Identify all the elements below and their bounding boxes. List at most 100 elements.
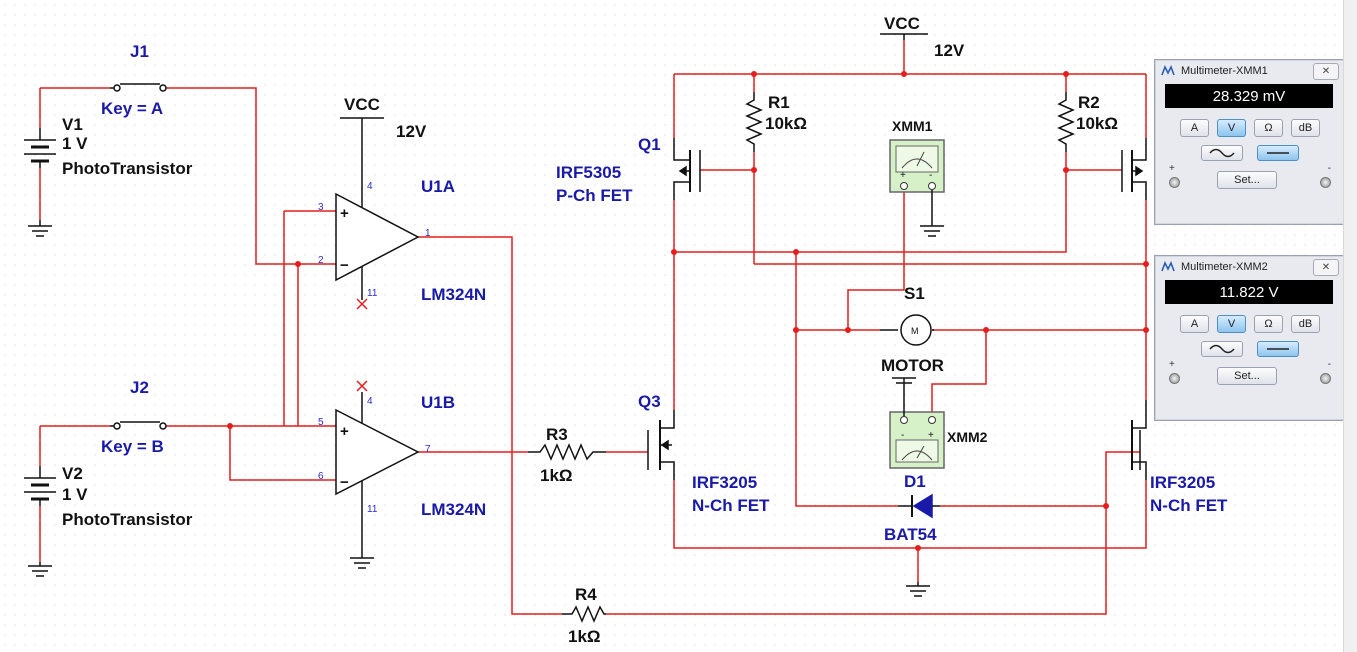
ac-mode-button[interactable] xyxy=(1201,341,1243,357)
plus-terminal-icon[interactable] xyxy=(1169,177,1180,188)
resistor-r2-icon[interactable] xyxy=(1057,92,1075,152)
multimeter-xmm1-title: Multimeter-XMM1 xyxy=(1181,65,1268,77)
r4-value-label: 1kΩ xyxy=(568,627,601,646)
multimeter-xmm2-titlebar[interactable]: Multimeter-XMM2 ✕ xyxy=(1155,256,1345,278)
pfet-q2-icon[interactable] xyxy=(1121,138,1147,200)
dc-mode-button[interactable] xyxy=(1257,145,1299,161)
v2-ref-label: V2 xyxy=(62,464,83,483)
opamp-u1a-icon[interactable] xyxy=(335,117,420,310)
multisim-logo-icon xyxy=(1161,65,1175,76)
set-button[interactable]: Set... xyxy=(1217,171,1277,189)
multimeter-xmm1-titlebar[interactable]: Multimeter-XMM1 ✕ xyxy=(1155,60,1345,82)
minus-terminal-icon[interactable] xyxy=(1320,177,1331,188)
j2-key-label: Key = B xyxy=(101,437,164,456)
u1b-pin6: 6 xyxy=(318,471,324,482)
multimeter-xmm1-reading: 28.329 mV xyxy=(1165,84,1333,108)
q4-part-label: IRF3205 xyxy=(1150,473,1215,492)
ground-icon xyxy=(892,377,916,384)
q3-type-label: N-Ch FET xyxy=(692,496,770,515)
q1-ref-label: Q1 xyxy=(638,135,661,154)
ground-icon xyxy=(906,582,930,597)
xmm1-minus-sign: - xyxy=(929,170,932,181)
u1b-minus-sign: − xyxy=(340,474,349,491)
u1a-pin3: 3 xyxy=(318,202,324,213)
u1b-pin7: 7 xyxy=(425,444,431,455)
u1b-pin5: 5 xyxy=(318,417,324,428)
u1b-plus-sign: + xyxy=(340,423,349,440)
mode-ohm-button[interactable]: Ω xyxy=(1254,315,1283,333)
nfet-q4-icon[interactable] xyxy=(1131,400,1147,480)
dc-line-icon xyxy=(1267,348,1289,350)
dc-line-icon xyxy=(1267,152,1289,154)
u1a-minus-sign: − xyxy=(340,257,349,274)
r1-ref-label: R1 xyxy=(768,93,790,112)
u1a-pin11: 11 xyxy=(367,288,378,299)
xmm1-plus-sign: + xyxy=(900,170,906,181)
r2-ref-label: R2 xyxy=(1078,93,1100,112)
resistor-r4-icon[interactable] xyxy=(562,605,606,623)
vertical-scrollbar[interactable] xyxy=(1343,0,1357,652)
plus-terminal-icon[interactable] xyxy=(1169,373,1180,384)
mode-ohm-button[interactable]: Ω xyxy=(1254,119,1283,137)
vcc-top-label: VCC xyxy=(884,14,920,33)
u1a-part-label: LM324N xyxy=(421,285,486,304)
multimeter-xmm2-title: Multimeter-XMM2 xyxy=(1181,261,1268,273)
u1a-pin2: 2 xyxy=(318,255,324,266)
set-button[interactable]: Set... xyxy=(1217,367,1277,385)
junctions xyxy=(227,71,1149,551)
resistor-r3-icon[interactable] xyxy=(528,443,606,461)
multimeter-xmm2-window[interactable]: Multimeter-XMM2 ✕ 11.822 V A V Ω dB + - … xyxy=(1154,255,1346,421)
vcc-amp-value: 12V xyxy=(396,122,427,141)
pfet-q1-icon[interactable] xyxy=(673,138,701,200)
multimeter-xmm1-window[interactable]: Multimeter-XMM1 ✕ 28.329 mV A V Ω dB + -… xyxy=(1154,59,1346,225)
plus-terminal-label: + xyxy=(1169,359,1175,370)
ground-icon xyxy=(28,220,52,237)
dc-mode-button[interactable] xyxy=(1257,341,1299,357)
plus-terminal-label: + xyxy=(1169,163,1175,174)
xmm2-minus-sign: - xyxy=(901,430,904,441)
mode-volt-button[interactable]: V xyxy=(1217,119,1246,137)
minus-terminal-icon[interactable] xyxy=(1320,373,1331,384)
battery-v1-icon[interactable] xyxy=(24,128,56,168)
d1-part-label: BAT54 xyxy=(884,525,937,544)
v1-name-label: PhotoTransistor xyxy=(62,159,193,178)
sine-wave-icon xyxy=(1209,148,1235,158)
close-icon[interactable]: ✕ xyxy=(1313,62,1339,80)
close-icon[interactable]: ✕ xyxy=(1313,258,1339,276)
u1a-ref-label: U1A xyxy=(421,177,455,196)
u1b-part-label: LM324N xyxy=(421,500,486,519)
ac-mode-button[interactable] xyxy=(1201,145,1243,161)
multimeter-xmm2-icon[interactable] xyxy=(889,384,945,469)
j1-ref-label: J1 xyxy=(130,42,149,61)
ground-icon xyxy=(920,212,944,237)
d1-ref-label: D1 xyxy=(904,472,926,491)
mode-volt-button[interactable]: V xyxy=(1217,315,1246,333)
mode-db-button[interactable]: dB xyxy=(1291,119,1320,137)
resistor-r1-icon[interactable] xyxy=(745,92,763,152)
switch-j1-icon[interactable] xyxy=(110,83,167,92)
v1-ref-label: V1 xyxy=(62,115,83,134)
v2-name-label: PhotoTransistor xyxy=(62,510,193,529)
q1-part-label: IRF5305 xyxy=(556,163,621,182)
vcc-top-icon xyxy=(880,33,928,40)
motor-icon[interactable] xyxy=(880,314,934,346)
minus-terminal-label: - xyxy=(1327,359,1331,370)
multimeter-xmm2-reading: 11.822 V xyxy=(1165,280,1333,304)
r3-value-label: 1kΩ xyxy=(540,466,573,485)
v1-value-label: 1 V xyxy=(62,134,88,153)
j1-key-label: Key = A xyxy=(101,99,163,118)
multimeter-xmm1-icon[interactable] xyxy=(889,139,945,212)
battery-v2-icon[interactable] xyxy=(24,466,56,506)
mode-db-button[interactable]: dB xyxy=(1291,315,1320,333)
nfet-q3-icon[interactable] xyxy=(647,410,675,480)
diode-d1-icon[interactable] xyxy=(898,493,940,519)
mode-ampere-button[interactable]: A xyxy=(1180,119,1209,137)
mode-ampere-button[interactable]: A xyxy=(1180,315,1209,333)
switch-j2-icon[interactable] xyxy=(110,421,167,430)
u1b-pin11: 11 xyxy=(367,504,378,515)
opamp-u1b-icon[interactable] xyxy=(335,380,420,548)
minus-terminal-label: - xyxy=(1327,163,1331,174)
